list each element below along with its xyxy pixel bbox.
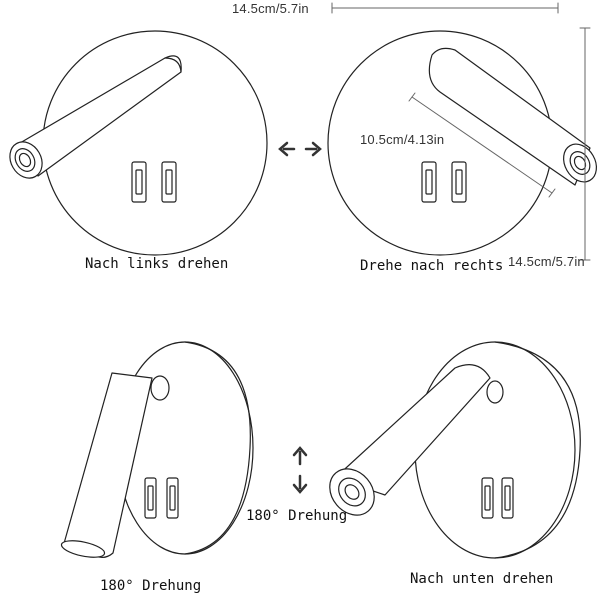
lamp-rotated-180-left xyxy=(60,341,254,559)
turn-left-label: Nach links drehen xyxy=(85,256,229,272)
lamp-turned-left xyxy=(9,30,268,256)
rotation-180-label-center: 180° Drehung xyxy=(246,508,348,524)
width-dimension-label: 14.5cm/5.7in xyxy=(232,1,309,16)
lamp-turned-right xyxy=(327,30,597,256)
lamp-turned-down xyxy=(329,341,581,559)
arm-length-label: 10.5cm/4.13in xyxy=(360,132,445,147)
turn-right-label: Drehe nach rechts xyxy=(360,258,504,274)
double-arrow-horizontal-icon xyxy=(278,141,322,157)
rotation-180-label-left: 180° Drehung xyxy=(100,578,202,594)
dimension-lines xyxy=(331,2,591,261)
turn-down-label: Nach unten drehen xyxy=(410,571,554,587)
height-dimension-label: 14.5cm/5.7in xyxy=(508,254,585,269)
double-arrow-vertical-icon xyxy=(292,446,308,494)
